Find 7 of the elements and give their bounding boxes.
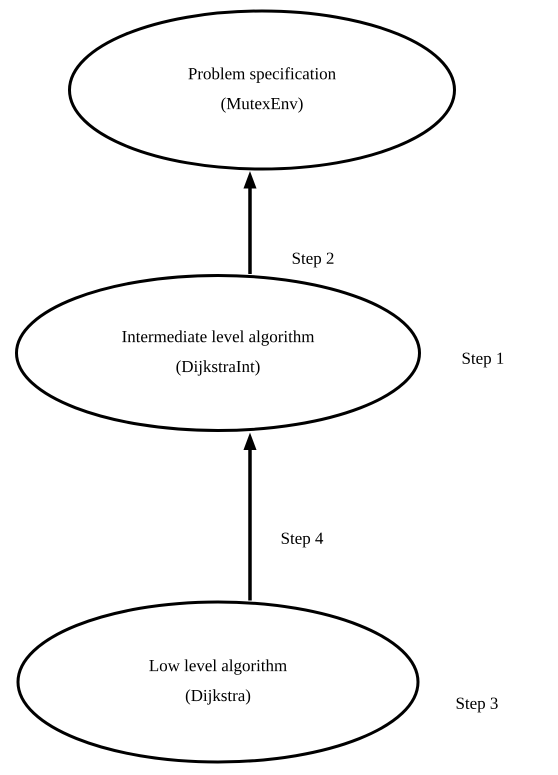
step-label: Step 3 xyxy=(456,698,498,712)
edge-label: Step 4 xyxy=(282,532,324,548)
ellipse-node: Problem specification (MutexEnv) xyxy=(68,10,456,170)
ellipse-node: Low level algorithm (Dijkstra) xyxy=(16,600,420,764)
ellipse-node: Intermediate level algorithm (DijkstraInt) xyxy=(15,274,421,432)
step-label: Step 1 xyxy=(462,352,504,368)
edge-label: Step 2 xyxy=(292,252,334,268)
